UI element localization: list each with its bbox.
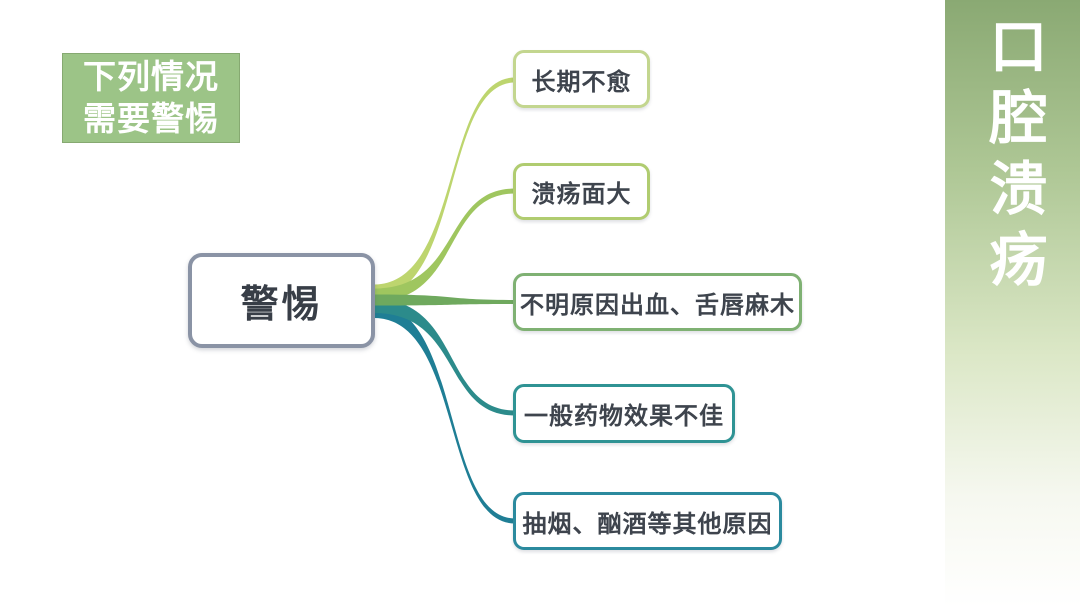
mindmap-node-large-ulcer: 溃疡面大 bbox=[513, 163, 650, 220]
connector-branch-3 bbox=[374, 299, 515, 416]
mindmap-node-medication-ineffective: 一般药物效果不佳 bbox=[513, 384, 735, 443]
node-label: 一般药物效果不佳 bbox=[524, 403, 724, 430]
mindmap-node-long-term: 长期不愈 bbox=[513, 50, 650, 108]
node-label: 溃疡面大 bbox=[531, 181, 632, 208]
side-banner-title: 口腔溃疡 bbox=[980, 16, 1046, 300]
mindmap-root-node: 警惕 bbox=[188, 253, 375, 348]
slide-title-line-2: 需要警惕 bbox=[83, 100, 219, 137]
slide-title-line-1: 下列情况 bbox=[83, 58, 219, 95]
side-banner: 口腔溃疡 bbox=[945, 0, 1080, 607]
connector-branch-2 bbox=[374, 294, 515, 306]
slide-title-box: 下列情况 需要警惕 bbox=[62, 53, 240, 143]
mindmap-node-smoking-alcohol: 抽烟、酗酒等其他原因 bbox=[513, 492, 782, 550]
connector-branch-1 bbox=[374, 188, 515, 302]
mindmap-node-bleeding-numbness: 不明原因出血、舌唇麻木 bbox=[513, 273, 802, 331]
connector-branch-4 bbox=[374, 304, 515, 524]
node-label: 长期不愈 bbox=[531, 68, 632, 96]
node-label: 抽烟、酗酒等其他原因 bbox=[522, 510, 773, 538]
mindmap-root-label: 警惕 bbox=[240, 284, 323, 326]
node-label: 不明原因出血、舌唇麻木 bbox=[520, 291, 795, 319]
connector-branch-0 bbox=[374, 77, 515, 298]
